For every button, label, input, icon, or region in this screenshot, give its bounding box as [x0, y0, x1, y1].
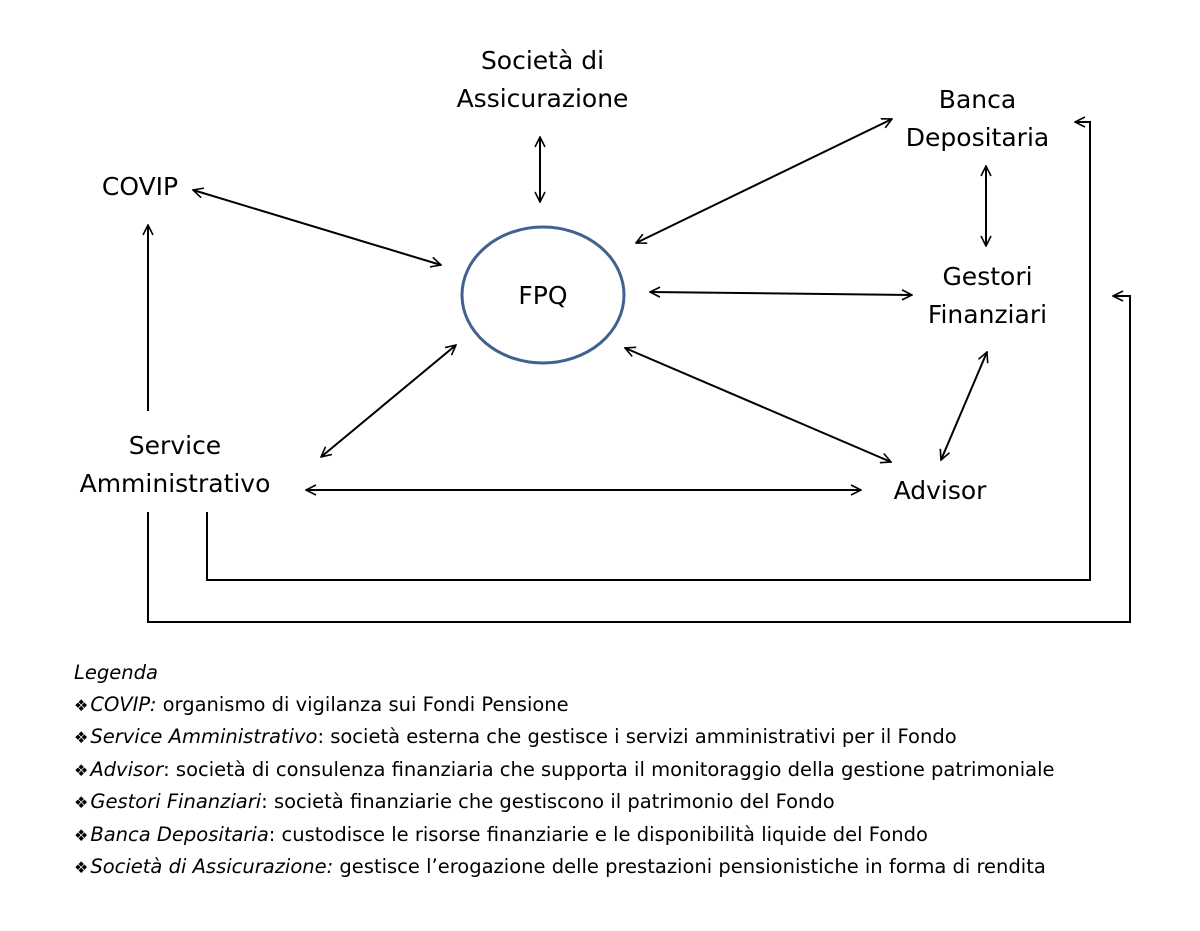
legend-item: ❖Service Amministrativo: società esterna… [74, 721, 1055, 754]
legend-description: organismo di vigilanza sui Fondi Pension… [156, 692, 569, 716]
covip-label: COVIP [101, 172, 179, 201]
legend-term: Gestori Finanziari [90, 790, 262, 813]
legend-term: Service Amministrativo [90, 725, 318, 748]
legend-items: ❖COVIP: organismo di vigilanza sui Fondi… [74, 689, 1055, 884]
legend-term: Società di Assicurazione: [90, 855, 334, 878]
assicurazione-label: Società di Assicurazione [456, 46, 629, 113]
legend-item: ❖Gestori Finanziari: società finanziarie… [74, 786, 1055, 819]
diamond-bullet-icon: ❖ [74, 793, 89, 812]
advisor-label: Advisor [893, 476, 987, 505]
arrow-covip-fpq [193, 190, 441, 265]
connector-service-banca [206, 122, 1091, 581]
legend-description: : società di consulenza finanziaria che … [163, 757, 1055, 781]
arrow-fpq-advisor [625, 348, 891, 462]
arrow-gestori-advisor [941, 352, 987, 460]
legend-description: gestisce l’erogazione delle prestazioni … [333, 855, 1046, 878]
legend-item: ❖Società di Assicurazione: gestisce l’er… [74, 851, 1055, 884]
legend-description: : società finanziarie che gestiscono il … [261, 790, 835, 813]
diamond-bullet-icon: ❖ [74, 760, 89, 780]
fpq-label: FPQ [518, 281, 568, 310]
legend-description: : custodisce le risorse finanziarie e le… [268, 822, 928, 846]
arrow-fpq-gestori [650, 292, 912, 295]
legend-term: COVIP: [90, 692, 157, 716]
fpq-ellipse [460, 225, 626, 365]
legend-term: Banca Depositaria [90, 822, 269, 846]
relationship-diagram [0, 0, 1131, 623]
legend-item: ❖Banca Depositaria: custodisce le risors… [74, 819, 1055, 852]
legend-item: ❖COVIP: organismo di vigilanza sui Fondi… [74, 689, 1055, 722]
arrow-service-fpq [321, 345, 456, 457]
gestori-label: Gestori Finanziari [927, 262, 1048, 329]
diamond-bullet-icon: ❖ [74, 728, 89, 747]
connector-service-gestori [147, 296, 1131, 623]
legend-item: ❖Advisor: società di consulenza finanzia… [74, 754, 1055, 787]
legend-description: : società esterna che gestisce i servizi… [317, 725, 957, 748]
legend: Legenda ❖COVIP: organismo di vigilanza s… [74, 657, 1055, 884]
service-label: Service Amministrativo [79, 431, 271, 498]
arrow-banca-fpq [636, 119, 892, 243]
legend-title: Legenda [74, 661, 158, 684]
diamond-bullet-icon: ❖ [74, 858, 89, 877]
diamond-bullet-icon: ❖ [74, 825, 89, 845]
legend-term: Advisor [90, 757, 164, 781]
banca-label: Banca Depositaria [905, 85, 1050, 152]
diamond-bullet-icon: ❖ [74, 695, 89, 715]
